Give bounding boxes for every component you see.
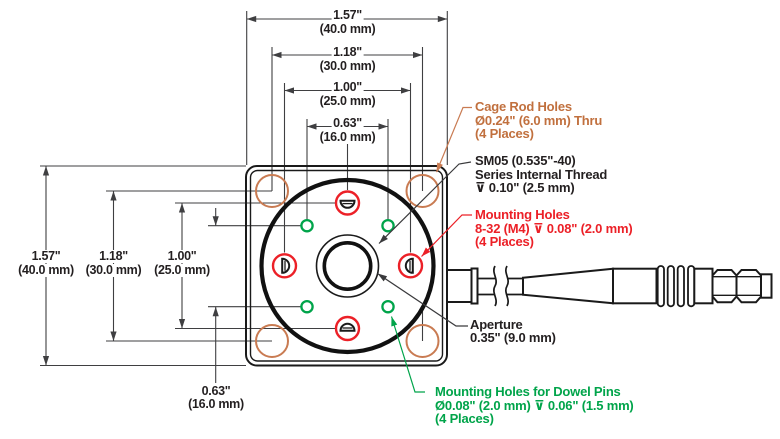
dim-top-1-inch: 1.57" — [331, 8, 364, 22]
callout-mounting-line3: (4 Places) — [475, 234, 534, 249]
dim-top-2-mm: (30.0 mm) — [317, 58, 378, 73]
thread-glyphs — [281, 199, 414, 332]
callout-dowel-line1: Mounting Holes for Dowel Pins — [435, 384, 621, 399]
callout-sm05-line2: Series Internal Thread — [475, 166, 608, 182]
callout-aperture-line2: 0.35" (9.0 mm) — [470, 330, 556, 345]
dim-top-4-inch: 0.63" — [331, 115, 364, 130]
dim-top-3-mm: (25.0 mm) — [317, 94, 378, 108]
callout-sm05-thread: SM05 (0.535"-40) Series Internal Thread … — [475, 154, 607, 195]
connector-barrel — [612, 267, 658, 305]
callout-cage-line3: (4 Places) — [475, 126, 534, 141]
callout-cage-rod-holes: Cage Rod Holes Ø0.24" (6.0 mm) Thru (4 P… — [475, 100, 602, 141]
cable-connector — [446, 265, 773, 308]
hex-nut — [711, 269, 762, 304]
mounting-holes-8-32 — [271, 190, 424, 342]
dim-bottom-inch: 0.63" — [199, 383, 233, 398]
dowel-pin-holes — [300, 218, 395, 314]
callout-mounting-holes: Mounting Holes 8-32 (M4) ⊽ 0.08" (2.0 mm… — [475, 207, 633, 249]
dim-top-4-mm: (16.0 mm) — [317, 129, 378, 144]
dim-left-3-inch: 1.00" — [165, 249, 199, 263]
callout-cage-line1: Cage Rod Holes — [475, 99, 572, 114]
cage-rod-holes — [255, 174, 440, 358]
leader-lines — [377, 106, 472, 393]
dim-left-1-mm: (40.0 mm) — [16, 262, 76, 277]
callout-aperture-line1: Aperture — [470, 316, 523, 332]
callout-sm05-line3: ⊽ 0.10" (2.5 mm) — [475, 180, 575, 195]
sm05-thread-circle — [315, 234, 380, 298]
callout-dowel-line2: Ø0.08" (2.0 mm) ⊽ 0.06" (1.5 mm) — [435, 397, 634, 413]
callout-dowel-pin-holes: Mounting Holes for Dowel Pins Ø0.08" (2.… — [435, 385, 634, 426]
cable-break-symbol — [493, 265, 497, 307]
callout-mounting-line2: 8-32 (M4) ⊽ 0.08" (2.0 mm) — [475, 220, 633, 236]
connector-flange — [470, 267, 479, 305]
cable-break-symbol — [505, 265, 509, 307]
dim-bottom-mm: (16.0 mm) — [186, 397, 246, 411]
dim-left-2-mm: (30.0 mm) — [83, 262, 144, 277]
strain-relief-cone — [522, 267, 614, 305]
callout-cage-line2: Ø0.24" (6.0 mm) Thru — [475, 112, 603, 128]
callout-mounting-line1: Mounting Holes — [475, 207, 570, 222]
callout-sm05-line1: SM05 (0.535"-40) — [475, 153, 576, 168]
dim-left-1-inch: 1.57" — [29, 249, 63, 263]
callout-aperture: Aperture 0.35" (9.0 mm) — [470, 316, 556, 345]
dim-top-1-mm: (40.0 mm) — [317, 22, 378, 36]
extension-lines — [40, 11, 448, 367]
dim-top-3-inch: 1.00" — [331, 80, 364, 94]
connector-neck — [693, 267, 714, 305]
connector-tip — [760, 273, 773, 299]
aperture-circle — [322, 241, 373, 292]
dim-left-3-mm: (25.0 mm) — [152, 262, 212, 277]
dim-left-2-inch: 1.18" — [97, 249, 130, 263]
callout-dowel-line3: (4 Places) — [435, 411, 494, 426]
connector-ribs — [656, 265, 696, 308]
connector-boss — [446, 269, 473, 303]
mount-plate — [245, 165, 448, 367]
dim-top-2-inch: 1.18" — [331, 44, 364, 59]
round-body-outline — [259, 177, 436, 355]
